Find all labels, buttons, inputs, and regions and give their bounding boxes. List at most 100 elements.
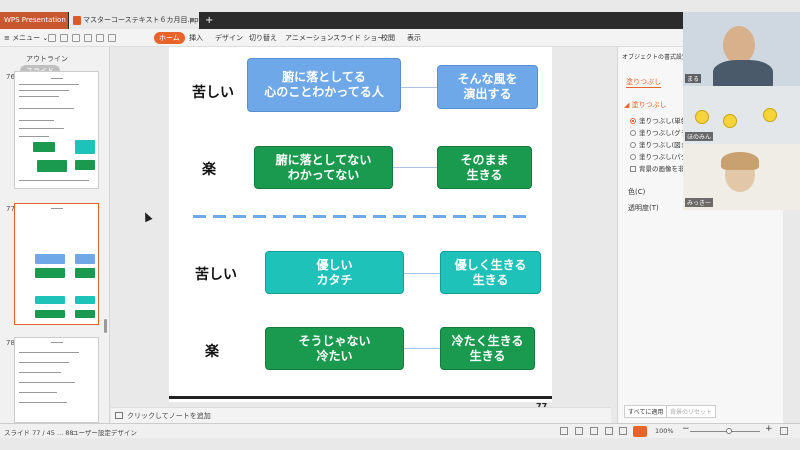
thumb-text-line [19,84,79,85]
apply-all-button[interactable]: すべてに適用 [624,405,668,418]
fit-window-icon[interactable] [780,427,788,435]
box-doesnt-understand[interactable]: 腑に落としてない わかってない [254,146,393,189]
thumb-text-line [19,402,67,403]
tab-fill[interactable]: 塗りつぶし [626,78,662,88]
participant-body [713,60,773,86]
slide-page-number: 77 [536,402,607,411]
thumb-box [75,268,95,278]
thumb-text-line [19,128,64,129]
notes-placeholder: クリックしてノートを追加 [127,412,211,420]
undo-icon[interactable] [96,34,104,42]
thumb-text-line [19,382,75,383]
preview-icon[interactable] [84,34,92,42]
save-icon[interactable] [48,34,56,42]
zoom-level: 100% [655,427,674,435]
checkbox-icon [630,166,636,172]
fill-gradient-radio[interactable]: 塗りつぶし(グラデー [630,127,700,137]
box-kind-shape[interactable]: 優しい カタチ [265,251,404,294]
tab-home[interactable]: ホーム [154,32,185,44]
thumb-box [35,268,65,278]
fill-solid-radio[interactable]: 塗りつぶし(単色)( [630,115,692,125]
video-tile-2[interactable]: ほのみん [683,86,800,144]
box-understands-heart[interactable]: 腑に落としてる 心のことわかってる人 [247,58,401,112]
current-slide[interactable]: 苦しい 腑に落としてる 心のことわかってる人 そんな風を 演出する 楽 腑に落と… [169,47,552,402]
box-not-so-cold[interactable]: そうじゃない 冷たい [265,327,404,370]
slide-count: スライド 77 / 45 ... 88 [4,429,74,437]
thumb-box [75,254,95,264]
thumb-text-line [19,372,61,373]
fill-option-label: 塗りつぶし(グラデー [639,129,701,137]
box-live-coldly[interactable]: 冷たく生きる 生きる [440,327,535,370]
thumb-text-line [19,120,54,121]
thumb-box [37,160,67,172]
format-pane-title: オブジェクトの書式設定 - [622,54,693,61]
menu-button[interactable]: ≡ メニュー ⌄ [4,34,49,42]
thumb-box [75,310,95,318]
zoom-out-button[interactable]: − [682,424,690,434]
tab-review[interactable]: 校閲 [381,34,395,42]
redo-icon[interactable] [108,34,116,42]
comment-icon[interactable] [619,427,627,435]
box-live-kindly[interactable]: 優しく生きる 生きる [440,251,541,294]
radio-icon [630,130,636,136]
participant-name-2: ほのみん [685,132,714,141]
tab-design[interactable]: デザイン [215,34,243,42]
zoom-slider-track[interactable] [690,431,760,432]
document-tab[interactable]: マスターコーステキスト６カ月目.ppt × [69,12,201,29]
notes-toggle-icon[interactable] [560,427,568,435]
notes-area[interactable]: クリックしてノートを追加 [111,407,611,423]
status-bar: スライド 77 / 45 ... 88 ユーザー設定デザイン 100% − + [0,423,800,438]
fill-section-header[interactable]: ◢ 塗りつぶし [624,101,667,109]
tab-outline[interactable]: アウトライン [26,55,68,63]
color-label: 色(C) [628,188,646,196]
tab-view[interactable]: 表示 [407,34,421,42]
ribbon: ≡ メニュー ⌄ ホーム 挿入 デザイン 切り替え アニメーション スライド シ… [0,29,800,47]
tab-insert[interactable]: 挿入 [189,34,203,42]
reading-view-icon[interactable] [605,427,613,435]
fill-option-label: 塗りつぶし(パターン [639,153,700,161]
slide-sorter-icon[interactable] [590,427,598,435]
video-tile-1[interactable]: まる [683,12,800,86]
close-tab-icon[interactable]: × [189,16,195,24]
slide-canvas: 苦しい 腑に落としてる 心のことわかってる人 そんな風を 演出する 楽 腑に落と… [111,47,611,411]
box-live-as-is[interactable]: そのまま 生きる [437,146,532,189]
thumb-text-line [51,78,63,79]
video-tile-3[interactable]: みっきー [683,144,800,210]
checkbox-label: 背景の画像を非表 [639,165,691,173]
tab-transitions[interactable]: 切り替え [249,34,277,42]
open-folder-icon[interactable] [60,34,68,42]
print-icon[interactable] [72,34,80,42]
box-pretend-that-way[interactable]: そんな風を 演出する [437,65,538,109]
play-slideshow-button[interactable] [633,426,647,437]
thumb-box [35,296,65,304]
slide-thumbnail-78[interactable] [14,337,99,423]
zoom-slider-handle[interactable] [726,428,732,434]
thumb-box [33,142,55,152]
thumb-box [75,296,95,304]
connector-arrow [404,348,440,349]
fill-pattern-radio[interactable]: 塗りつぶし(パターン [630,151,700,161]
emoji-face-icon [723,114,737,128]
thumb-text-line [19,108,74,109]
tab-animations[interactable]: アニメーション [285,34,334,42]
slide-thumbnail-76[interactable] [14,71,99,189]
zoom-in-button[interactable]: + [765,424,773,434]
normal-view-icon[interactable] [575,427,583,435]
slide-thumbnail-77[interactable] [14,203,99,325]
app-tab[interactable]: WPS Presentation [0,12,68,29]
emoji-face-icon [695,110,709,124]
fill-picture-radio[interactable]: 塗りつぶし(図または [630,139,700,149]
thumb-text-line [19,392,57,393]
thumb-text-line [19,96,59,97]
reset-background-button[interactable]: 背景のリセット [666,405,717,418]
thumb-box [35,310,65,318]
tab-slideshow[interactable]: スライド ショー [333,34,385,42]
panel-scrollbar[interactable] [104,319,107,333]
radio-icon [630,142,636,148]
new-tab-button[interactable]: + [205,15,214,26]
transparency-label: 透明度(T) [628,204,659,212]
row-label-easy-2: 楽 [205,344,219,360]
thumb-text-line [51,208,63,209]
hide-bg-checkbox[interactable]: 背景の画像を非表 [630,163,691,173]
notes-icon [115,412,123,419]
